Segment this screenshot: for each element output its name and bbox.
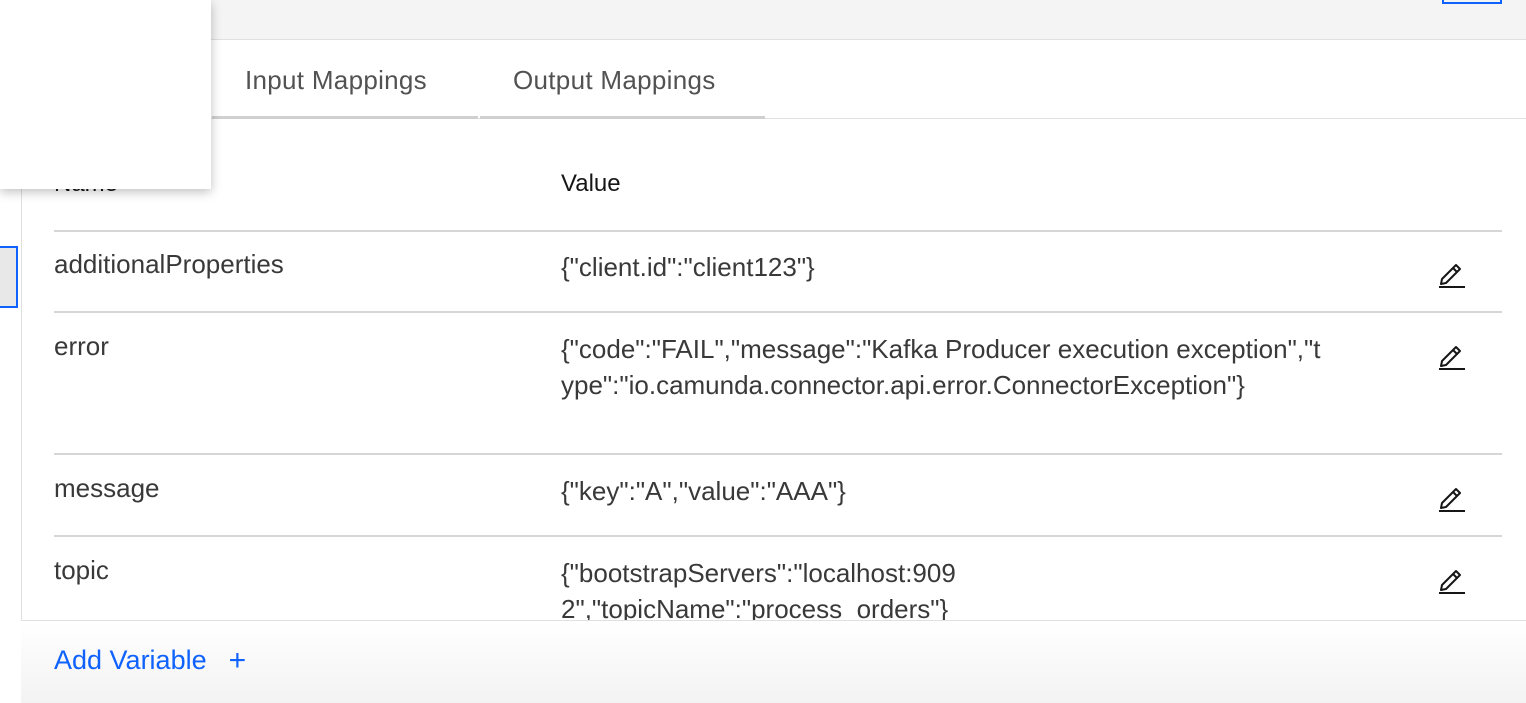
table-row: topic {"bootstrapServers":"localhost:909…: [54, 537, 1502, 620]
top-right-button[interactable]: [1442, 0, 1502, 4]
table-row: message {"key":"A","value":"AAA"}: [54, 455, 1502, 537]
pencil-icon: [1439, 570, 1465, 594]
variable-value: {"client.id":"client123"}: [561, 252, 815, 282]
tab-output-mappings[interactable]: Output Mappings: [480, 40, 765, 119]
variable-name: topic: [54, 555, 109, 585]
table-footer: Add Variable +: [21, 620, 1526, 703]
edit-variable-button[interactable]: [1436, 563, 1468, 595]
popover-menu[interactable]: [0, 0, 211, 189]
pencil-icon: [1439, 264, 1465, 288]
add-variable-label: Add Variable: [54, 645, 207, 675]
variable-value: {"key":"A","value":"AAA"}: [561, 476, 846, 506]
mapping-tabs: Input Mappings Output Mappings: [0, 40, 1526, 119]
value-column-header: Value: [561, 170, 621, 197]
top-bar: [0, 0, 1526, 40]
edit-variable-button[interactable]: [1436, 481, 1468, 513]
pencil-icon: [1439, 346, 1465, 370]
tab-input-mappings-label: Input Mappings: [245, 65, 427, 95]
edit-variable-button[interactable]: [1436, 339, 1468, 371]
pencil-icon: [1439, 488, 1465, 512]
table-header: Name Value: [54, 150, 1502, 232]
plus-icon: +: [228, 643, 247, 677]
variable-value: {"bootstrapServers":"localhost:9092","to…: [561, 558, 956, 620]
table-row: additionalProperties {"client.id":"clien…: [54, 231, 1502, 313]
variables-table: additionalProperties {"client.id":"clien…: [54, 231, 1502, 620]
left-rail-selected-item[interactable]: [0, 246, 18, 308]
variable-name: message: [54, 473, 160, 503]
table-row: error {"code":"FAIL","message":"Kafka Pr…: [54, 313, 1502, 455]
variable-name: error: [54, 331, 109, 361]
edit-variable-button[interactable]: [1436, 257, 1468, 289]
tab-input-mappings[interactable]: Input Mappings: [212, 40, 478, 119]
add-variable-button[interactable]: Add Variable +: [54, 645, 246, 676]
tab-output-mappings-label: Output Mappings: [513, 65, 716, 95]
left-rail: [0, 40, 22, 702]
variable-name: additionalProperties: [54, 249, 284, 279]
variable-value: {"code":"FAIL","message":"Kafka Producer…: [561, 334, 1321, 400]
